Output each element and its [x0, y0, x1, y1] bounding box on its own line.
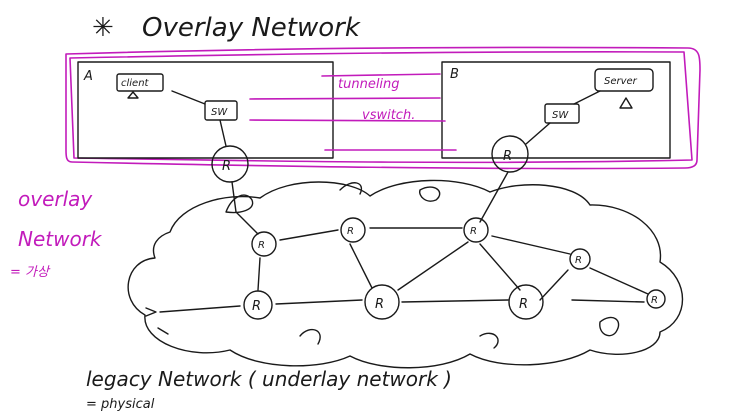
- site-b-label: B: [450, 67, 459, 82]
- underlay-router-3: R: [463, 217, 489, 243]
- site-a-box: [77, 61, 334, 159]
- overlay-note-line1: overlay: [18, 187, 93, 211]
- overlay-boundary: [65, 46, 701, 170]
- underlay-links: [159, 211, 649, 313]
- overlay-note-line3: = 가상: [10, 265, 51, 280]
- edge-arrow-icon: [145, 307, 157, 317]
- underlay-router-1: R: [251, 231, 277, 257]
- page-title: Overlay Network: [142, 13, 361, 43]
- underlay-cloud-loop-6: [479, 332, 499, 349]
- underlay-cloud-loop-5: [299, 328, 321, 345]
- client-triangle-icon: [127, 91, 139, 99]
- underlay-caption-physical: = physical: [86, 397, 155, 412]
- site-b-box: [441, 61, 671, 159]
- svg-text:R: R: [347, 226, 354, 237]
- title-star: ✳: [92, 13, 114, 43]
- svg-text:R: R: [651, 295, 658, 306]
- underlay-router-8: R: [646, 289, 666, 309]
- tunneling-label: tunneling: [338, 77, 400, 92]
- server-node: [594, 68, 654, 92]
- edge-tick: [157, 327, 169, 335]
- site-a-switch: [204, 100, 238, 121]
- server-label: Server: [604, 76, 638, 87]
- underlay-caption: legacy Network ( underlay network ): [86, 367, 452, 391]
- tunnel-line-1: [321, 73, 441, 77]
- site-a-router-label: R: [222, 159, 231, 174]
- client-label: client: [121, 78, 150, 89]
- underlay-cloud: [127, 179, 684, 369]
- vswitch-label: vswitch.: [362, 108, 415, 123]
- server-triangle-icon: [619, 97, 633, 109]
- site-a-router: [211, 145, 249, 183]
- site-b-switch-label: SW: [552, 110, 569, 121]
- underlay-cloud-loop-4: [599, 316, 620, 337]
- svg-text:R: R: [375, 297, 384, 312]
- client-to-switch-link: [171, 90, 206, 105]
- svg-text:R: R: [252, 299, 261, 314]
- client-node: [116, 73, 164, 92]
- site-b-router-label: R: [503, 149, 512, 164]
- underlay-cloud-loop-3: [419, 186, 441, 202]
- site-b-switch: [544, 103, 580, 124]
- router-b-uplink: [479, 171, 509, 223]
- svg-text:R: R: [470, 226, 477, 237]
- server-to-switch-link: [573, 90, 601, 105]
- svg-text:R: R: [258, 240, 265, 251]
- tunnel-line-2: [249, 97, 441, 100]
- svg-text:R: R: [575, 255, 582, 266]
- underlay-router-6: R: [364, 284, 400, 320]
- switch-a-to-router-link: [219, 119, 227, 147]
- svg-text:R: R: [519, 297, 528, 312]
- site-a-switch-label: SW: [211, 107, 228, 118]
- overlay-note-line2: Network: [18, 227, 103, 251]
- underlay-router-4: R: [569, 248, 591, 270]
- underlay-router-5: R: [243, 290, 273, 320]
- underlay-cloud-loop-1: [225, 194, 254, 214]
- tunnel-line-3: [249, 119, 446, 122]
- overlay-boundary-inner: [69, 51, 693, 164]
- underlay-router-7: R: [508, 284, 544, 320]
- switch-b-to-router-link: [525, 122, 551, 145]
- underlay-router-2: R: [340, 217, 366, 243]
- underlay-cloud-loop-2: [339, 182, 363, 195]
- site-b-router: [491, 135, 529, 173]
- site-a-label: A: [83, 69, 93, 84]
